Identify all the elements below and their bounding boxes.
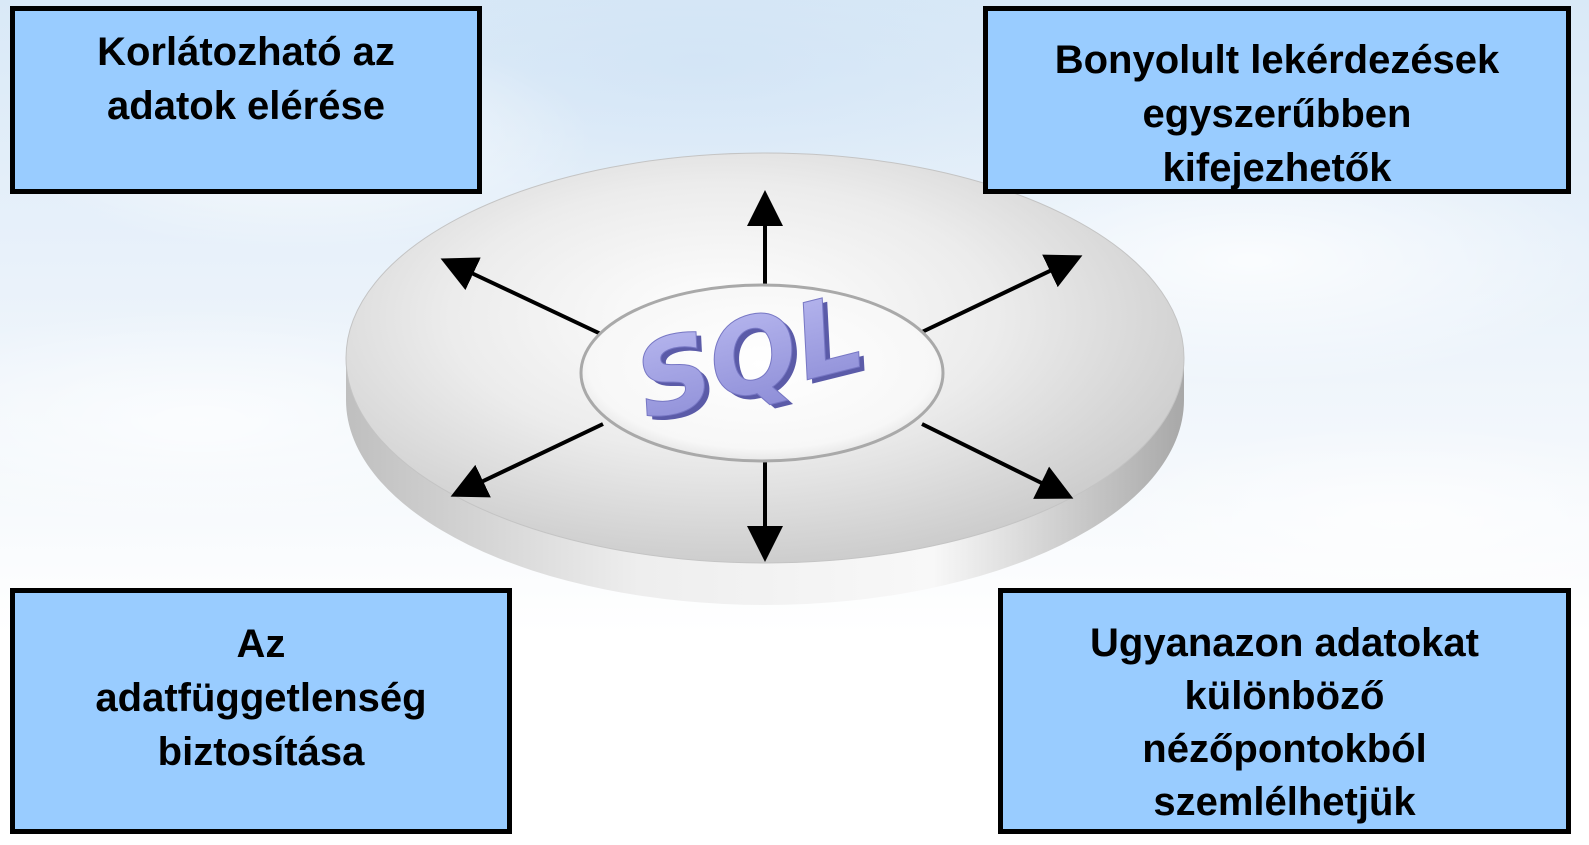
arrow-upper-left bbox=[440, 257, 604, 337]
box-text-line: Az bbox=[236, 622, 286, 666]
arrow-lower-left bbox=[450, 422, 604, 498]
box-text-line: biztosítása bbox=[157, 730, 365, 774]
box-text-line: nézőpontokból bbox=[1142, 727, 1427, 771]
box-text-line: adatok elérése bbox=[107, 84, 385, 128]
arrow-lower-right bbox=[921, 422, 1074, 499]
box-text-line: különböző bbox=[1184, 674, 1385, 718]
box-text-line: Ugyanazon adatokat bbox=[1090, 621, 1479, 665]
arrows bbox=[440, 190, 1083, 562]
center-ellipse bbox=[579, 283, 945, 463]
box-text-line: adatfüggetlenség bbox=[95, 676, 427, 720]
box-text-line: egyszerűbben bbox=[1142, 92, 1412, 136]
arrow-upper-right bbox=[921, 254, 1083, 334]
box-text-line: Korlátozható az bbox=[97, 30, 395, 74]
box-complex-queries: Bonyolult lekérdezések egyszerűbben kife… bbox=[983, 6, 1571, 194]
box-text-line: szemlélhetjük bbox=[1153, 780, 1416, 824]
disk-side bbox=[346, 358, 1184, 605]
box-text-line: Bonyolult lekérdezések bbox=[1054, 38, 1500, 82]
box-restrict-data-access: Korlátozható az adatok elérése bbox=[10, 6, 482, 194]
box-text-line: kifejezhetők bbox=[1162, 146, 1392, 190]
box-data-independence: Az adatfüggetlenség biztosítása bbox=[10, 588, 512, 834]
box-different-viewpoints: Ugyanazon adatokat különböző nézőpontokb… bbox=[998, 588, 1571, 834]
